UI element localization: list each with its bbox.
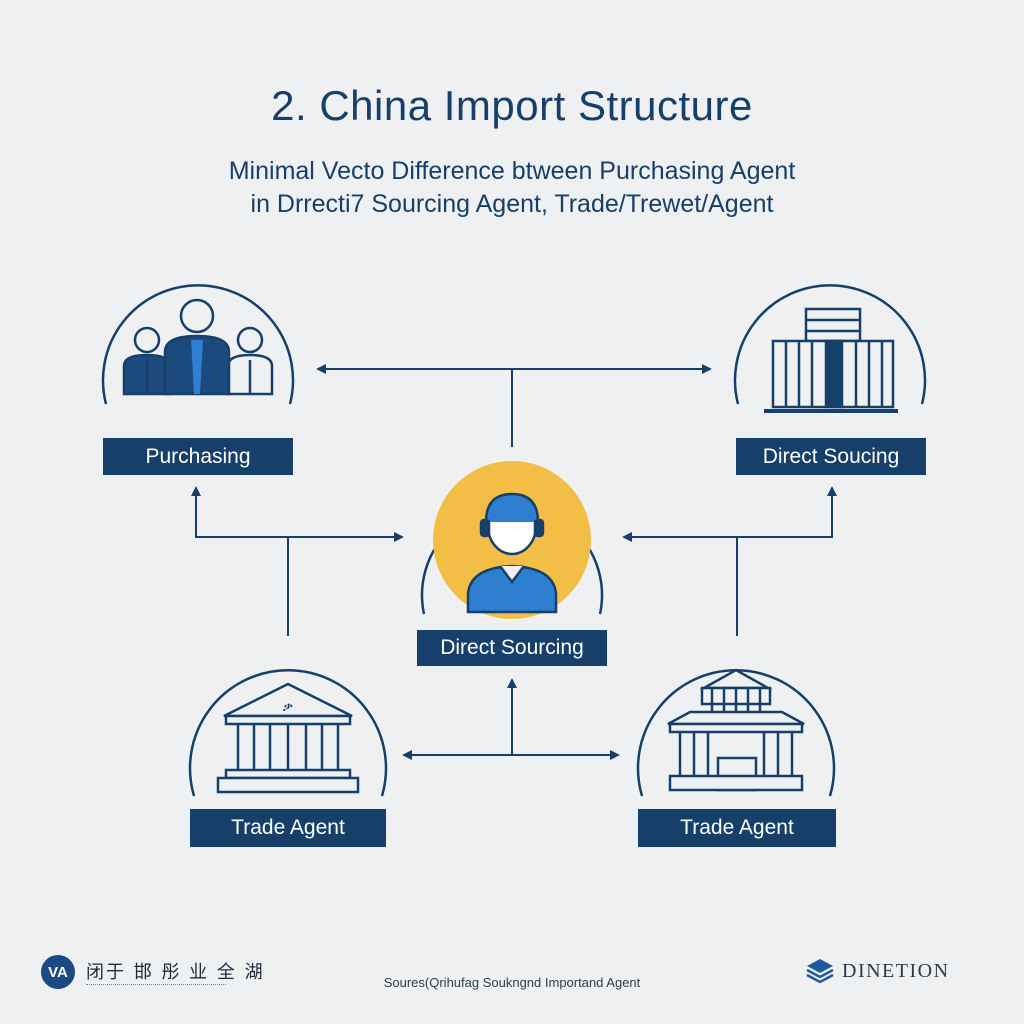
- connector-right-to-direct-soucing: [626, 486, 837, 538]
- footer-left-divider: [86, 984, 226, 987]
- government-building-icon: [667, 668, 805, 792]
- agent-headset-icon: [466, 492, 558, 614]
- footer-left-logo-icon: VA: [41, 955, 75, 989]
- subtitle-line-1: Minimal Vecto Difference btween Purchasi…: [228, 157, 796, 185]
- subtitle-line-2: in Drrecti7 Sourcing Agent, Trade/Trewet…: [250, 190, 774, 218]
- team-people-icon: [122, 298, 274, 396]
- diagram-title: 2. China Import Structure: [271, 82, 753, 129]
- connectors: [191, 364, 837, 760]
- bank-building-icon: ቃ: [216, 682, 360, 794]
- footer-right-brand: DINETION: [842, 960, 950, 982]
- warehouse-building-icon: [764, 307, 898, 413]
- node-label-trade-agent-right: Trade Agent: [638, 809, 836, 847]
- svg-text:ቃ: ቃ: [283, 698, 293, 715]
- footer-right-logo-icon: [806, 959, 834, 984]
- node-label-direct-sourcing: Direct Sourcing: [417, 630, 607, 666]
- connector-left-to-purchasing: [191, 486, 400, 538]
- footer-left-text: 闭于 邯 彤 业 全 湖: [86, 962, 265, 983]
- node-label-purchasing: Purchasing: [103, 438, 293, 475]
- direct-soucing-arc: [733, 284, 927, 405]
- node-label-trade-agent-left: Trade Agent: [190, 809, 386, 847]
- node-label-direct-soucing: Direct Soucing: [736, 438, 926, 475]
- footer-source-note: Soures(Qrihufag Soukngnd Importand Agent: [383, 975, 641, 990]
- purchasing-arc: [101, 284, 295, 405]
- trade-agent-left-arc: [188, 669, 388, 797]
